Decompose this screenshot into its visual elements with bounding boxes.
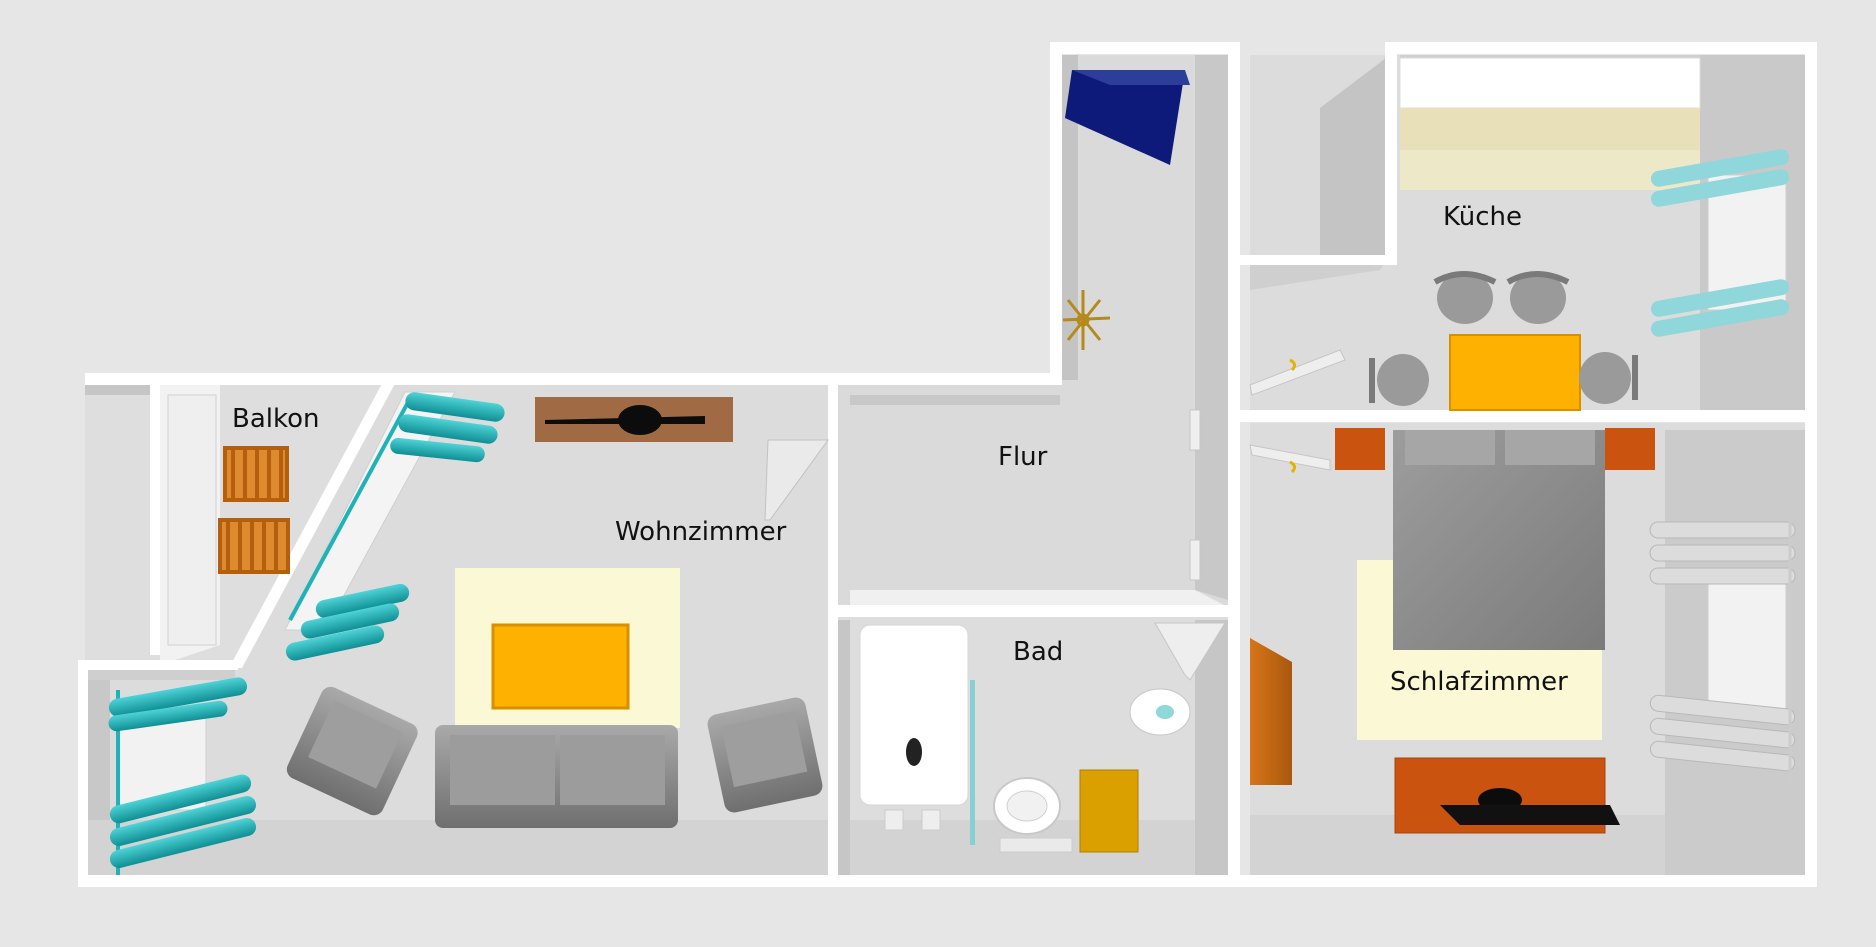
bedroom-tv-stand bbox=[1440, 805, 1620, 825]
label-kueche: Küche bbox=[1443, 202, 1522, 232]
label-wohnzimmer: Wohnzimmer bbox=[615, 517, 787, 547]
dining-chair bbox=[1506, 271, 1570, 324]
tub-faucet bbox=[884, 809, 904, 831]
balcony-chair bbox=[218, 518, 290, 574]
label-schlafzimmer: Schlafzimmer bbox=[1390, 667, 1568, 697]
wall-face bbox=[85, 820, 828, 880]
wall-face bbox=[1062, 55, 1078, 380]
nightstand bbox=[1335, 428, 1385, 470]
dining-table bbox=[1449, 334, 1581, 411]
pillow bbox=[1505, 430, 1595, 465]
radiator-diagonal bbox=[285, 392, 505, 661]
pillow bbox=[1405, 430, 1495, 465]
wall-top-diagonal bbox=[229, 378, 398, 668]
hall-door-frame bbox=[1189, 409, 1201, 451]
bedroom-window bbox=[1707, 579, 1787, 711]
kitchen-counter-front bbox=[1400, 150, 1700, 190]
bathtub-drain bbox=[906, 738, 922, 766]
wall-top bbox=[1050, 42, 1062, 385]
wall-face bbox=[850, 590, 1228, 607]
bedroom-furniture bbox=[1249, 428, 1796, 834]
hallway-furniture bbox=[1062, 70, 1201, 581]
bedroom-door bbox=[1249, 444, 1331, 471]
wall-top bbox=[1240, 410, 1817, 422]
ceiling-lamp bbox=[1062, 290, 1111, 350]
bath-mat bbox=[999, 837, 1073, 853]
kitchen-cabinet-upper bbox=[1399, 57, 1701, 109]
balcony-window bbox=[167, 394, 217, 646]
door-handle bbox=[1289, 358, 1297, 372]
wall-top bbox=[1050, 42, 1240, 54]
blue-cabinet bbox=[1065, 70, 1185, 165]
tv-stand bbox=[545, 416, 705, 424]
wall-top bbox=[78, 665, 88, 885]
floor-flur bbox=[838, 385, 1228, 607]
living-room-furniture bbox=[108, 391, 829, 875]
kitchen-furniture bbox=[1249, 57, 1790, 411]
armchair-left bbox=[286, 686, 418, 816]
label-balkon: Balkon bbox=[232, 404, 320, 434]
door-leaf bbox=[764, 439, 829, 521]
dining-chair bbox=[1369, 354, 1429, 406]
balcony-furniture bbox=[167, 394, 290, 646]
wall-top bbox=[1385, 42, 1817, 54]
wall-top bbox=[1228, 42, 1240, 884]
wall-face bbox=[850, 395, 1060, 405]
wall-face bbox=[838, 620, 850, 880]
dining-chair bbox=[1579, 352, 1638, 404]
radiator-corner bbox=[108, 677, 257, 875]
bedroom-radiator bbox=[1649, 521, 1796, 785]
bathtub-screen bbox=[970, 680, 975, 845]
dining-chair bbox=[1433, 271, 1497, 324]
wall-face bbox=[1195, 55, 1228, 600]
coffee-table bbox=[491, 623, 630, 710]
door-handle bbox=[1289, 460, 1297, 474]
hall-door-frame bbox=[1189, 539, 1201, 581]
bathroom-furniture bbox=[859, 622, 1226, 853]
wall-top bbox=[78, 660, 238, 670]
wall-top bbox=[838, 605, 1228, 617]
sink-basin bbox=[1006, 790, 1048, 822]
armchair-right bbox=[707, 697, 823, 813]
wall-top bbox=[150, 385, 160, 655]
wall-top bbox=[1385, 42, 1397, 265]
bed bbox=[1393, 430, 1605, 650]
room-labels: Balkon Wohnzimmer Flur Küche Bad Schlafz… bbox=[232, 202, 1568, 697]
wall-face bbox=[1195, 620, 1228, 880]
kitchen-door bbox=[1249, 349, 1346, 396]
wardrobe bbox=[1250, 638, 1292, 785]
wall-face bbox=[1320, 55, 1390, 255]
bathtub bbox=[859, 624, 969, 806]
nightstand bbox=[1605, 428, 1655, 470]
bath-door bbox=[1154, 622, 1226, 681]
toilet-seat bbox=[1156, 705, 1174, 719]
blue-cabinet-top bbox=[1072, 70, 1190, 85]
label-flur: Flur bbox=[998, 442, 1048, 472]
wall-top bbox=[828, 373, 838, 883]
wall-top bbox=[85, 373, 830, 385]
balcony-chair bbox=[223, 446, 289, 502]
tub-faucet bbox=[921, 809, 941, 831]
label-bad: Bad bbox=[1013, 637, 1063, 667]
wall-top bbox=[1228, 255, 1393, 265]
wall-face bbox=[85, 385, 160, 395]
walls bbox=[78, 42, 1817, 887]
wall-top bbox=[1805, 42, 1817, 884]
sofa bbox=[435, 725, 678, 828]
wall-top bbox=[838, 373, 1060, 385]
laundry-basket bbox=[1079, 769, 1139, 853]
kitchen-radiator bbox=[1650, 149, 1790, 337]
wall-top bbox=[78, 875, 1817, 887]
